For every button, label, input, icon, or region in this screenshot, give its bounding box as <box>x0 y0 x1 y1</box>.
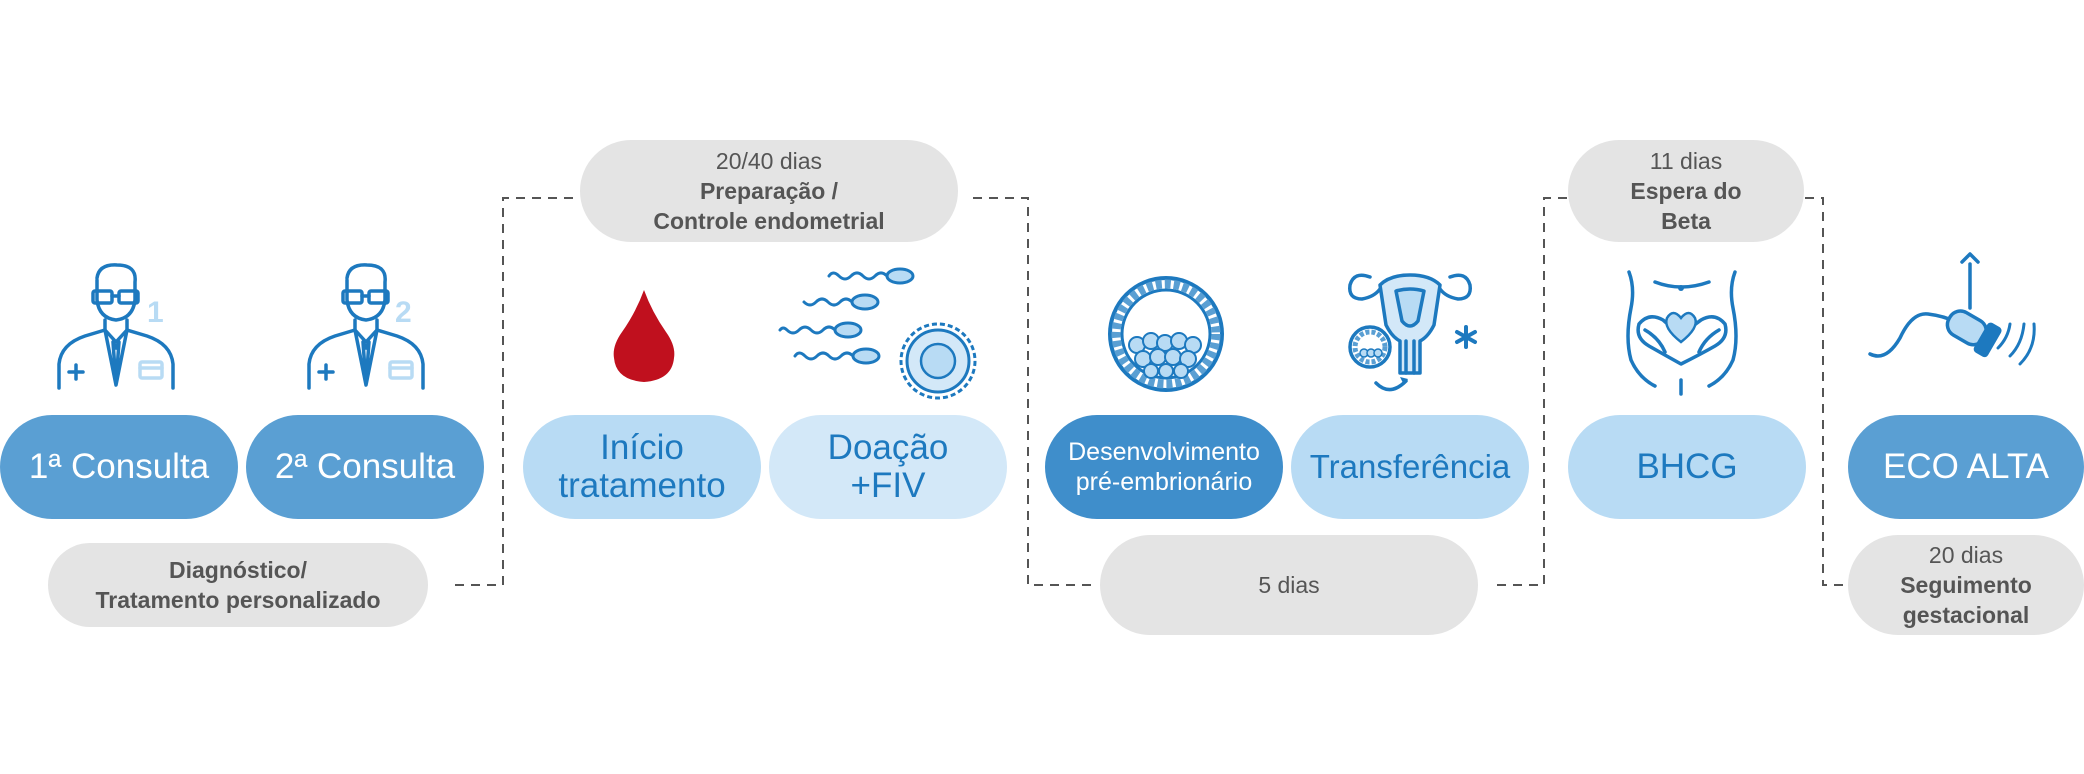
sperm-egg-icon <box>778 267 977 400</box>
step-label-line2: +FIV <box>850 466 926 505</box>
phase-duration: 5 dias <box>1258 572 1320 598</box>
step-label: ECO ALTA <box>1883 447 2049 486</box>
step-label: 1ª Consulta <box>28 447 210 486</box>
blood-drop-icon <box>613 290 675 382</box>
step-doacao-fiv: Doação +FIV <box>769 415 1007 519</box>
doctor-2-icon: 2 <box>307 263 425 390</box>
phase-title-line1: Preparação / <box>699 178 839 204</box>
phase-duration: 11 dias <box>1649 148 1723 174</box>
ultrasound-probe-icon <box>1868 252 2036 366</box>
phase-cinco-dias: 5 dias <box>1100 535 1478 635</box>
phase-title-line2: gestacional <box>1902 602 2030 628</box>
blastocyst-icon <box>1108 276 1224 392</box>
step-label: BHCG <box>1636 447 1738 486</box>
phase-title-line1: Seguimento <box>1900 572 2032 598</box>
step-label-line2: pré-embrionário <box>1075 468 1253 496</box>
phase-duration: 20 dias <box>1928 542 2004 568</box>
step-label-line1: Doação <box>827 428 949 467</box>
step-segunda-consulta: 2ª Consulta <box>246 415 484 519</box>
step-transferencia: Transferência <box>1291 415 1529 519</box>
doctor-number: 1 <box>147 296 164 329</box>
step-label-line1: Desenvolvimento <box>1068 438 1260 466</box>
phase-title-line2: Beta <box>1661 208 1711 234</box>
phase-espera-beta: 11 dias Espera do Beta <box>1568 140 1804 242</box>
step-bhcg: BHCG <box>1568 415 1806 519</box>
step-inicio-tratamento: Início tratamento <box>523 415 761 519</box>
step-label: Transferência <box>1309 448 1511 485</box>
hands-heart-belly-icon <box>1626 270 1738 396</box>
doctor-number: 2 <box>395 296 412 329</box>
phase-preparacao: 20/40 dias Preparação / Controle endomet… <box>580 140 958 242</box>
doctor-1-icon: 1 <box>57 263 175 390</box>
phase-title-line1: Espera do <box>1630 178 1742 204</box>
step-primeira-consulta: 1ª Consulta <box>0 415 238 519</box>
phase-seguimento: 20 dias Seguimento gestacional <box>1848 535 2084 635</box>
phase-duration: 20/40 dias <box>715 148 823 174</box>
uterus-transfer-icon <box>1348 273 1477 392</box>
phase-title-line1: Diagnóstico/ <box>168 557 307 583</box>
phase-diagnostico: Diagnóstico/ Tratamento personalizado <box>48 543 428 627</box>
step-desenvolvimento: Desenvolvimento pré-embrionário <box>1045 415 1283 519</box>
phase-title-line2: Tratamento personalizado <box>95 587 381 613</box>
step-label-line1: Início <box>600 428 684 467</box>
step-label: 2ª Consulta <box>274 447 456 486</box>
step-label-line2: tratamento <box>558 466 726 505</box>
phase-title-line2: Controle endometrial <box>653 208 885 234</box>
step-eco-alta: ECO ALTA <box>1848 415 2084 519</box>
